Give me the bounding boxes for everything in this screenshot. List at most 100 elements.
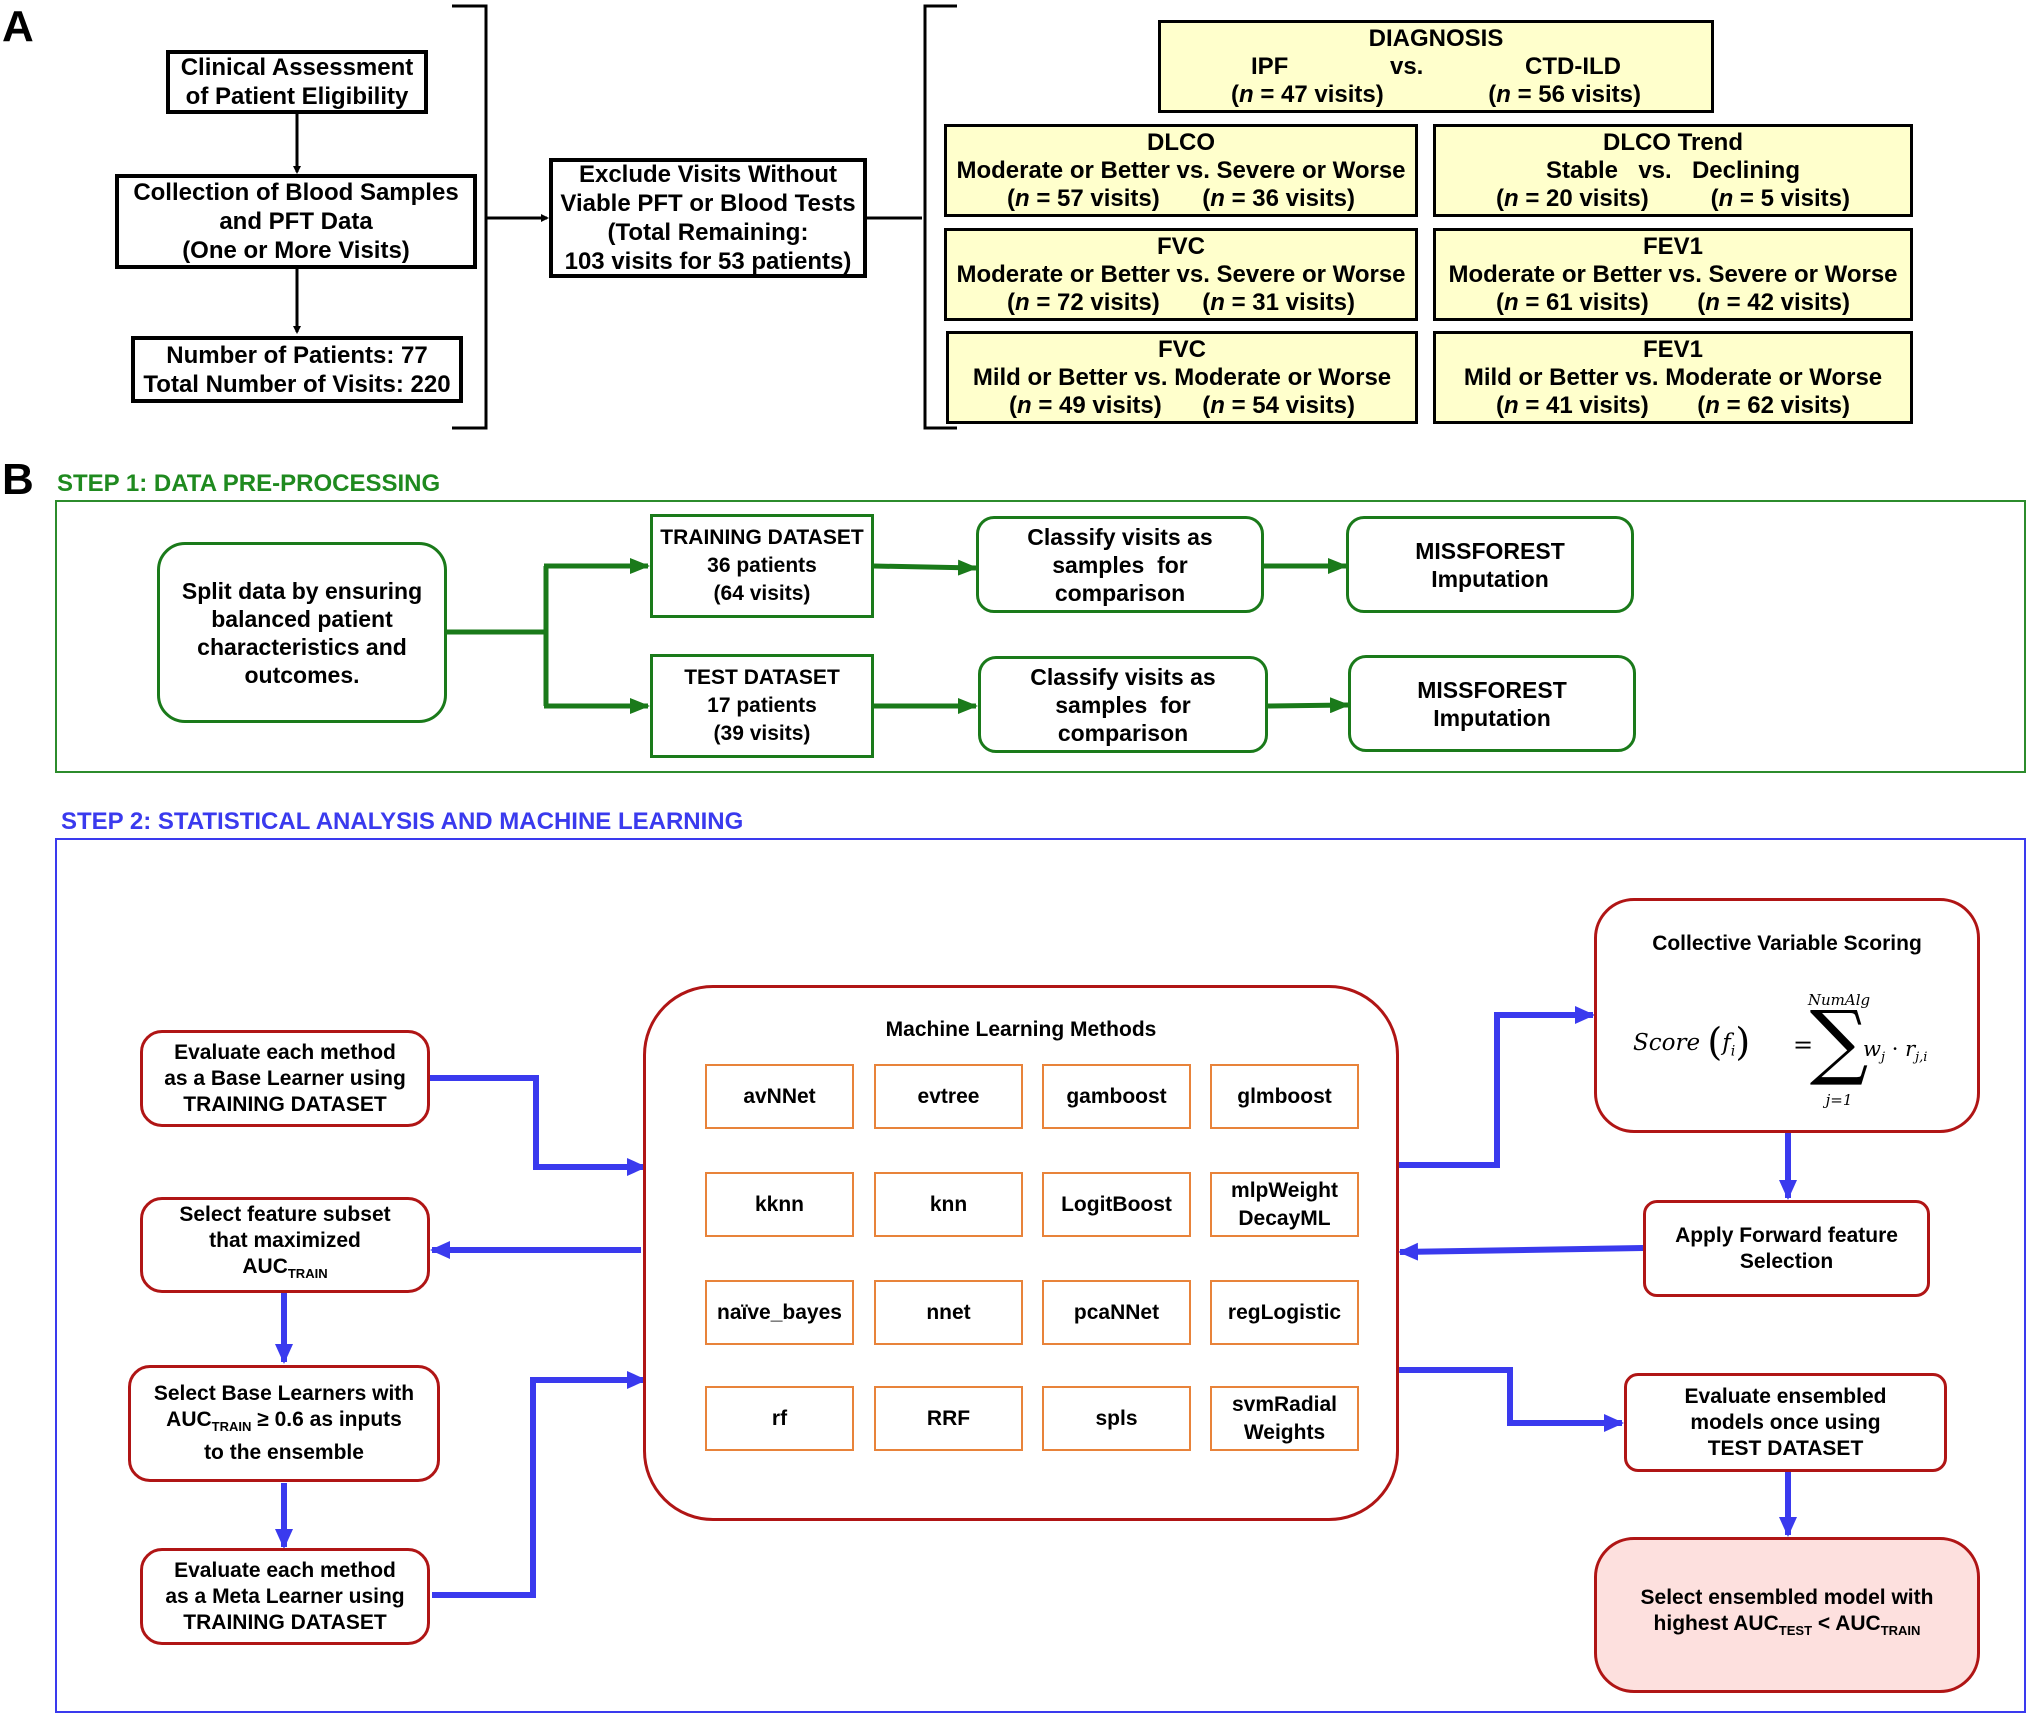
blue-arrow-ml-to-scoring	[1399, 1006, 1595, 1168]
select-base-learners-box: Select Base Learners with AUCTRAIN ≥ 0.6…	[128, 1365, 440, 1482]
ml-method-box: evtree	[874, 1064, 1023, 1129]
outcome-count-b: (n = 31 visits)	[1202, 288, 1355, 316]
classify-line-2: samples for	[1052, 551, 1188, 578]
forward-line-2: Selection	[1739, 1249, 1834, 1273]
subset-line-2: that maximized	[209, 1229, 361, 1253]
base-learner-box: Evaluate each method as a Base Learner u…	[140, 1030, 430, 1127]
outcome-comparison: Moderate or Better vs. Severe or Worse	[956, 156, 1406, 184]
outcome-dlco-trend-box: DLCO Trend Stable vs. Declining (n = 20 …	[1433, 124, 1913, 217]
classify-line-1: Classify visits as	[1030, 663, 1216, 690]
base-line-1: Evaluate each method	[174, 1040, 396, 1064]
split-data-box: Split data by ensuring balanced patient …	[157, 542, 447, 723]
ml-method-box: rf	[705, 1386, 854, 1451]
training-dataset-patients: 36 patients	[707, 554, 817, 577]
patient-count-line-2: Total Number of Visits: 220	[143, 370, 451, 398]
outcome-count-b: (n = 62 visits)	[1697, 391, 1850, 419]
ensemble-line-1: Evaluate ensembled	[1684, 1384, 1887, 1408]
panel-b-label: B	[2, 455, 34, 504]
outcome-count-a: (n = 57 visits)	[1007, 184, 1160, 212]
outcome-counts: (n = 49 visits) (n = 54 visits)	[949, 392, 1415, 420]
select-base-line-1: Select Base Learners with	[153, 1381, 415, 1405]
split-line-3: characteristics and	[197, 633, 407, 660]
select-base-line-2: AUCTRAIN ≥ 0.6 as inputs	[166, 1407, 402, 1435]
outcome-count-a: (n = 41 visits)	[1496, 391, 1649, 419]
outcome-count-a: (n = 49 visits)	[1009, 391, 1162, 419]
ensemble-eval-box: Evaluate ensembled models once using TES…	[1624, 1373, 1947, 1472]
blue-arrow-base-to-ml	[428, 1075, 647, 1176]
impute-subtitle: Imputation	[1431, 565, 1549, 592]
outcome-count-a: (n = 20 visits)	[1496, 184, 1649, 212]
outcome-comparison: Moderate or Better vs. Severe or Worse	[956, 260, 1406, 288]
panel-a-label: A	[2, 2, 34, 51]
test-dataset-visits: (39 visits)	[713, 722, 811, 745]
outcome-comparison: Moderate or Better vs. Severe or Worse	[1448, 260, 1898, 288]
split-line-4: outcomes.	[244, 661, 360, 688]
final-model-box: Select ensembled model with highest AUCT…	[1594, 1537, 1980, 1693]
meta-line-2: as a Meta Learner using	[165, 1584, 405, 1608]
green-arrow-train-classify	[873, 559, 978, 576]
ml-method-box: regLogistic	[1210, 1280, 1359, 1345]
outcome-title: FVC	[1157, 232, 1205, 260]
blue-arrow-ml-to-ensemble	[1399, 1367, 1624, 1432]
variable-scoring-box: Collective Variable Scoring Score (fi) =…	[1594, 898, 1980, 1133]
exclude-box: Exclude Visits Without Viable PFT or Blo…	[549, 158, 867, 278]
feature-subset-box: Select feature subset that maximized AUC…	[140, 1197, 430, 1293]
test-dataset-title: TEST DATASET	[684, 666, 840, 689]
ml-method-box: svmRadial Weights	[1210, 1386, 1359, 1451]
ml-method-box: LogitBoost	[1042, 1172, 1191, 1237]
impute-test-box: MISSFOREST Imputation	[1348, 655, 1636, 752]
training-dataset-visits: (64 visits)	[713, 582, 811, 605]
outcome-comparison: Mild or Better vs. Moderate or Worse	[972, 363, 1392, 391]
test-dataset-box: TEST DATASET 17 patients (39 visits)	[650, 654, 874, 758]
green-arrow-test-impute	[1267, 697, 1350, 714]
sigma-icon: ∑	[1809, 994, 1869, 1089]
outcome-vs: vs.	[1638, 156, 1672, 184]
diagnosis-group-a: IPF	[1251, 52, 1289, 80]
classify-line-3: comparison	[1057, 719, 1189, 746]
formula-rhs: wj · rj,i	[1863, 1037, 1928, 1066]
training-dataset-box: TRAINING DATASET 36 patients (64 visits)	[650, 514, 874, 618]
outcome-groups: Stable vs. Declining	[1436, 157, 1910, 185]
exclude-line-4: 103 visits for 53 patients)	[564, 248, 852, 275]
ml-methods-title: Machine Learning Methods	[885, 1018, 1157, 1041]
eligibility-line-2: of Patient Eligibility	[185, 83, 409, 110]
ml-method-box: nnet	[874, 1280, 1023, 1345]
classify-train-box: Classify visits as samples for compariso…	[976, 516, 1264, 613]
ml-method-box: spls	[1042, 1386, 1191, 1451]
impute-train-box: MISSFOREST Imputation	[1346, 516, 1634, 613]
outcome-fev1-moderate-box: FEV1 Mild or Better vs. Moderate or Wors…	[1433, 331, 1913, 424]
impute-title: MISSFOREST	[1417, 676, 1567, 703]
outcome-group-b: Declining	[1691, 156, 1800, 184]
bracket-right	[923, 4, 957, 430]
meta-learner-box: Evaluate each method as a Meta Learner u…	[140, 1548, 430, 1645]
collection-box: Collection of Blood Samples and PFT Data…	[115, 174, 477, 269]
meta-line-3: TRAINING DATASET	[183, 1610, 387, 1634]
final-line-2: highest AUCTEST < AUCTRAIN	[1653, 1612, 1921, 1639]
step1-title: STEP 1: DATA PRE-PROCESSING	[57, 470, 441, 497]
outcome-title: FEV1	[1642, 232, 1704, 260]
outcome-group-a: Stable	[1546, 156, 1619, 184]
collection-line-2: and PFT Data	[219, 208, 373, 235]
outcome-title: FEV1	[1642, 335, 1704, 363]
ml-method-box: glmboost	[1210, 1064, 1359, 1129]
outcome-count-b: (n = 42 visits)	[1697, 288, 1850, 316]
diagnosis-counts: (n = 47 visits) (n = 56 visits)	[1161, 81, 1711, 109]
outcome-counts: (n = 57 visits) (n = 36 visits)	[947, 185, 1415, 213]
outcome-counts: (n = 72 visits) (n = 31 visits)	[947, 289, 1415, 317]
formula-lhs: Score (fi)	[1633, 1020, 1751, 1064]
ml-method-box: pcaNNet	[1042, 1280, 1191, 1345]
diagnosis-group-b: CTD-ILD	[1525, 52, 1621, 80]
outcome-count-a: (n = 72 visits)	[1007, 288, 1160, 316]
split-line-1: Split data by ensuring	[181, 577, 423, 604]
ml-method-box: kknn	[705, 1172, 854, 1237]
base-line-2: as a Base Learner using	[164, 1066, 406, 1090]
ml-method-box: RRF	[874, 1386, 1023, 1451]
collection-line-1: Collection of Blood Samples	[133, 179, 459, 206]
ensemble-line-2: models once using	[1690, 1410, 1881, 1434]
outcome-title: DLCO	[1147, 128, 1215, 156]
classify-line-1: Classify visits as	[1027, 523, 1213, 550]
collection-line-3: (One or More Visits)	[182, 237, 410, 264]
select-base-line-3: to the ensemble	[204, 1441, 364, 1465]
outcome-comparison: Mild or Better vs. Moderate or Worse	[1463, 363, 1883, 391]
